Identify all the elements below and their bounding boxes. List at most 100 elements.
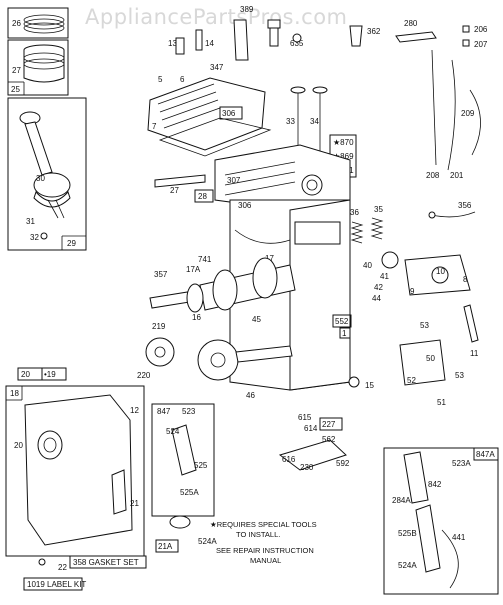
label-40: 40 xyxy=(363,261,372,270)
special-tools-note: ★REQUIRES SPECIAL TOOLS TO INSTALL. SEE … xyxy=(210,520,317,565)
governor-linkage-group: 280 206 207 209 208 201 xyxy=(395,19,488,180)
label-552: 552 xyxy=(335,317,349,326)
label-870: ★870 xyxy=(333,138,354,147)
crankshaft-group: 741 17A 17 357 16 xyxy=(149,254,296,322)
label-53-side: 53 xyxy=(455,371,464,380)
label-50: 50 xyxy=(426,354,435,363)
label-280: 280 xyxy=(404,19,418,28)
connecting-rod-group: 30 31 32 29 xyxy=(7,97,87,251)
label-13: 13 xyxy=(168,39,177,48)
label-9: 9 xyxy=(410,287,415,296)
label-33: 33 xyxy=(286,117,295,126)
label-347: 347 xyxy=(210,63,224,72)
label-35: 35 xyxy=(374,205,383,214)
label-19: •19 xyxy=(44,370,56,379)
label-27-pin: 27 xyxy=(170,186,179,195)
label-306-head: 306 xyxy=(222,109,236,118)
label-847: 847 xyxy=(157,407,171,416)
label-20-side: 20 xyxy=(14,441,23,450)
label-615: 615 xyxy=(298,413,312,422)
label-8: 8 xyxy=(463,275,468,284)
label-614: 614 xyxy=(304,424,318,433)
label-230: 230 xyxy=(300,463,314,472)
watermark: AppliancePartsPros.com xyxy=(85,5,348,29)
gasket-set-label: 358 GASKET SET xyxy=(73,558,139,567)
label-12: 12 xyxy=(130,406,139,415)
label-524a-seal: 524A xyxy=(198,537,217,546)
label-592: 592 xyxy=(336,459,350,468)
label-209: 209 xyxy=(461,109,475,118)
label-525a: 525A xyxy=(180,488,199,497)
label-51: 51 xyxy=(437,398,446,407)
crankcase-cover-group: 20 •19 18 12 20 21 22 xyxy=(5,367,145,572)
governor-gear-group: 219 220 45 46 15 xyxy=(137,315,374,400)
note-line4: MANUAL xyxy=(250,556,281,565)
label-616: 616 xyxy=(282,455,296,464)
label-562: 562 xyxy=(322,435,336,444)
piston-group: 27 25 xyxy=(7,39,69,96)
label-21: 21 xyxy=(130,499,139,508)
label-14: 14 xyxy=(205,39,214,48)
label-26: 26 xyxy=(12,19,21,28)
label-201: 201 xyxy=(450,171,464,180)
label-45: 45 xyxy=(252,315,261,324)
label-10: 10 xyxy=(436,267,445,276)
label-635: 635 xyxy=(290,39,304,48)
label-27: 27 xyxy=(12,66,21,75)
breather-group: 10 8 9 11 xyxy=(404,254,479,358)
label-42: 42 xyxy=(374,283,383,292)
label-523a: 523A xyxy=(452,459,471,468)
tappets-group: 41 40 42 44 xyxy=(363,251,399,303)
label-20-top: 20 xyxy=(21,370,30,379)
label-523: 523 xyxy=(182,407,196,416)
label-869: ★869 xyxy=(333,152,354,161)
label-15: 15 xyxy=(365,381,374,390)
label-524: 524 xyxy=(166,427,180,436)
label-227: 227 xyxy=(322,420,336,429)
label-524a-tool: 524A xyxy=(398,561,417,570)
label-36: 36 xyxy=(350,208,359,217)
label-284a: 284A xyxy=(392,496,411,505)
label-356: 356 xyxy=(458,201,472,210)
ground-wire: 356 xyxy=(428,201,476,219)
label-219: 219 xyxy=(152,322,166,331)
label-32: 32 xyxy=(30,233,39,242)
valves-group: 33 34 xyxy=(286,86,328,170)
label-18: 18 xyxy=(10,389,19,398)
label-53-top: 53 xyxy=(420,321,429,330)
spark-plug-group: 635 362 xyxy=(267,19,381,48)
label-357: 357 xyxy=(154,270,168,279)
label-206: 206 xyxy=(474,25,488,34)
label-1: 1 xyxy=(342,329,347,338)
label-22: 22 xyxy=(58,563,67,572)
label-220: 220 xyxy=(137,371,151,380)
note-line1: ★REQUIRES SPECIAL TOOLS xyxy=(210,520,317,529)
cylinder-head-group: 389 13 14 347 5 6 7 306 xyxy=(147,5,272,157)
label-30: 30 xyxy=(36,174,45,183)
governor-shaft-group: 615 614 227 562 616 230 592 xyxy=(278,413,350,472)
piston-rings-group: 26 xyxy=(7,7,69,39)
label-25: 25 xyxy=(11,85,20,94)
label-7: 7 xyxy=(152,122,157,131)
label-31: 31 xyxy=(26,217,35,226)
label-29: 29 xyxy=(67,239,76,248)
valve-springs-group: 36 35 xyxy=(350,205,383,244)
label-741: 741 xyxy=(198,255,212,264)
label-17a: 17A xyxy=(186,265,201,274)
label-441: 441 xyxy=(452,533,466,542)
tool-847-group: 847 523 524 525 525A 524A 21A xyxy=(151,403,217,553)
label-525b: 525B xyxy=(398,529,417,538)
note-line3: SEE REPAIR INSTRUCTION xyxy=(216,546,314,555)
label-6: 6 xyxy=(180,75,185,84)
note-line2: TO INSTALL. xyxy=(236,530,280,539)
label-41: 41 xyxy=(380,272,389,281)
label-16: 16 xyxy=(192,313,201,322)
label-52: 52 xyxy=(407,376,416,385)
label-208: 208 xyxy=(426,171,440,180)
label-kit-label: 1019 LABEL KIT xyxy=(27,580,86,589)
governor-lever-group: 53 50 53 52 51 xyxy=(399,321,464,407)
label-17: 17 xyxy=(265,254,274,263)
label-46: 46 xyxy=(246,391,255,400)
